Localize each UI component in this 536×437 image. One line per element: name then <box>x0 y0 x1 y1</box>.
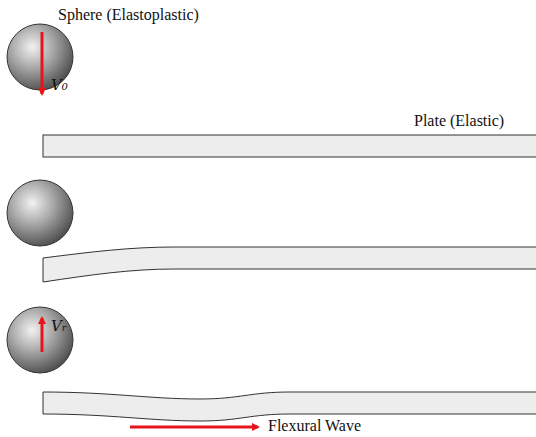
part-label: Sphere (Elastoplastic) <box>58 6 199 24</box>
velocity-label: V₀ <box>51 77 68 94</box>
plate-bent <box>43 247 536 282</box>
plate-wave <box>43 392 536 421</box>
wave-arrow <box>130 426 258 429</box>
wave-label: Flexural Wave <box>268 417 361 435</box>
plate <box>43 135 536 157</box>
part-label: Plate (Elastic) <box>414 112 504 130</box>
sphere <box>7 180 73 246</box>
velocity-arrow <box>41 318 44 352</box>
velocity-arrow <box>41 32 44 94</box>
sphere <box>7 307 73 373</box>
velocity-label: Vᵣ <box>51 318 67 335</box>
